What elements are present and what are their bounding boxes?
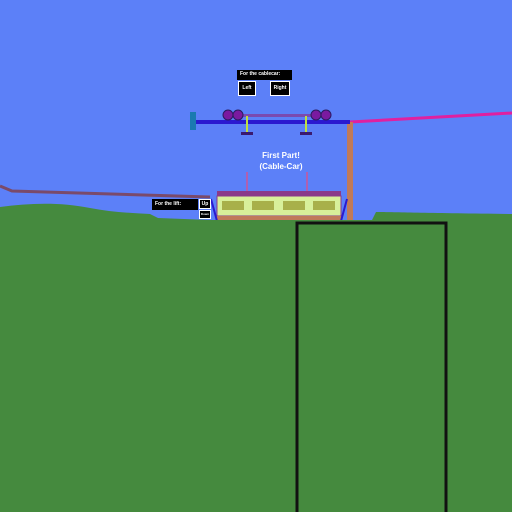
scene-label-line2: (Cable-Car) — [259, 162, 303, 171]
lift-shaft — [295, 221, 448, 512]
lift-controls-title: For the lift: — [152, 199, 198, 210]
hanger-clip — [300, 132, 312, 135]
car-strut — [340, 198, 348, 222]
lift-up-button[interactable]: Up — [199, 199, 211, 209]
wheel-icon — [222, 109, 234, 121]
track-end-cap — [190, 112, 196, 130]
car-window — [222, 201, 244, 210]
bogie-bar — [226, 114, 330, 117]
wheel-icon — [320, 109, 332, 121]
car-window — [283, 201, 305, 210]
wheel-icon — [310, 109, 322, 121]
car-window — [252, 201, 274, 210]
cablecar-controls-title: For the cablecar: — [237, 70, 292, 80]
wheel-icon — [232, 109, 244, 121]
ground — [0, 203, 512, 512]
car-roof — [217, 191, 341, 196]
lift-down-button[interactable]: Down — [199, 210, 211, 219]
car-window — [313, 201, 335, 210]
cablecar-left-button[interactable]: Left — [238, 81, 256, 96]
scene-label: First Part! (Cable-Car) — [238, 150, 324, 172]
hanger-clip — [241, 132, 253, 135]
cable-right — [349, 111, 512, 124]
car-strut — [210, 198, 218, 222]
scene-label-line1: First Part! — [262, 151, 300, 160]
pylon — [347, 122, 353, 224]
car-floor — [217, 216, 341, 221]
cablecar-right-button[interactable]: Right — [270, 81, 290, 96]
cable-left — [0, 184, 211, 199]
track-beam — [196, 120, 350, 124]
